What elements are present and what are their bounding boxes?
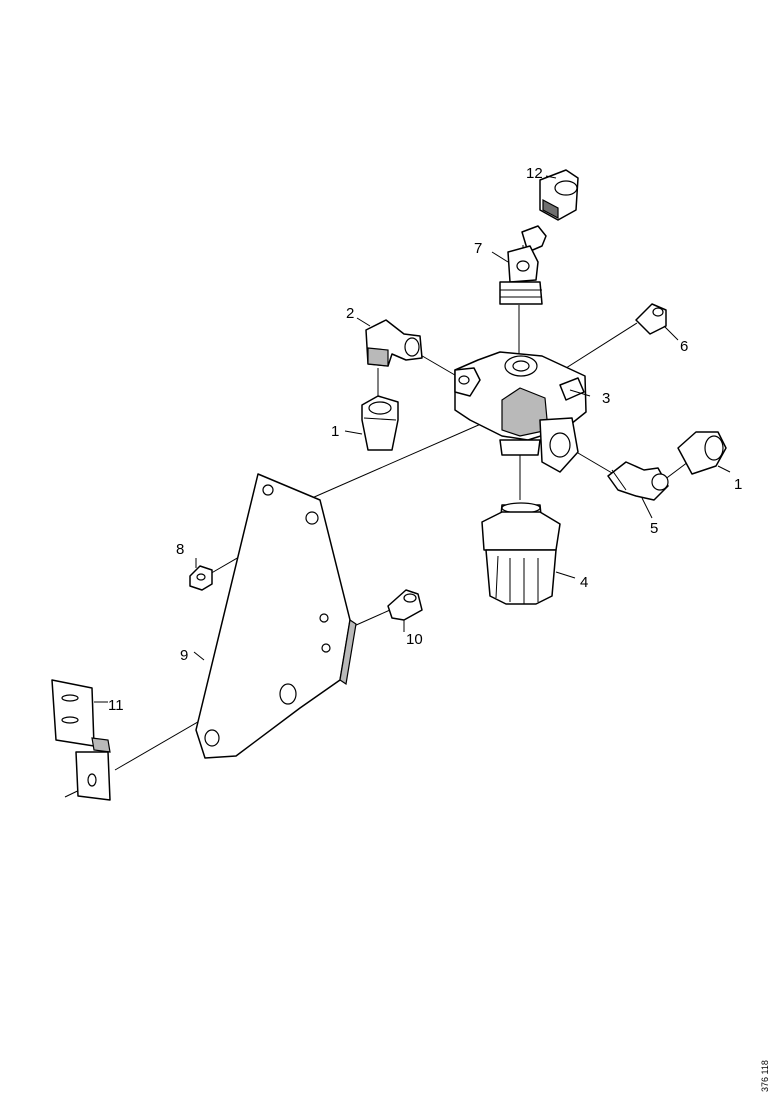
callout-8: 8 bbox=[176, 541, 184, 558]
part-1-adapter-left bbox=[361, 395, 399, 451]
callout-1-left: 1 bbox=[331, 423, 339, 440]
part-6-screw bbox=[635, 303, 667, 335]
part-7-swivel-fitting bbox=[499, 225, 547, 305]
part-1-adapter-right bbox=[677, 431, 727, 475]
callout-1-right: 1 bbox=[734, 476, 742, 493]
callout-3: 3 bbox=[602, 390, 610, 407]
callout-7: 7 bbox=[474, 240, 482, 257]
callout-2: 2 bbox=[346, 305, 354, 322]
drawing-number: 376 118 bbox=[760, 1060, 770, 1092]
callout-leaders bbox=[94, 175, 731, 703]
part-2-elbow bbox=[365, 319, 423, 367]
callout-4: 4 bbox=[580, 574, 588, 591]
part-9-bracket-plate bbox=[195, 473, 357, 759]
callout-6: 6 bbox=[680, 338, 688, 355]
part-10-bolt bbox=[387, 589, 423, 621]
part-8-nut bbox=[189, 565, 213, 591]
callout-12: 12 bbox=[526, 165, 543, 182]
part-4-filter bbox=[481, 502, 561, 605]
part-12-sleeve bbox=[539, 169, 579, 221]
callout-5: 5 bbox=[650, 520, 658, 537]
part-11-small-bracket bbox=[51, 679, 111, 801]
callout-11: 11 bbox=[108, 697, 124, 714]
part-5-elbow-fitting bbox=[607, 461, 669, 501]
part-3-valve-body bbox=[454, 351, 587, 473]
callout-10: 10 bbox=[406, 631, 423, 648]
callout-9: 9 bbox=[180, 647, 188, 664]
